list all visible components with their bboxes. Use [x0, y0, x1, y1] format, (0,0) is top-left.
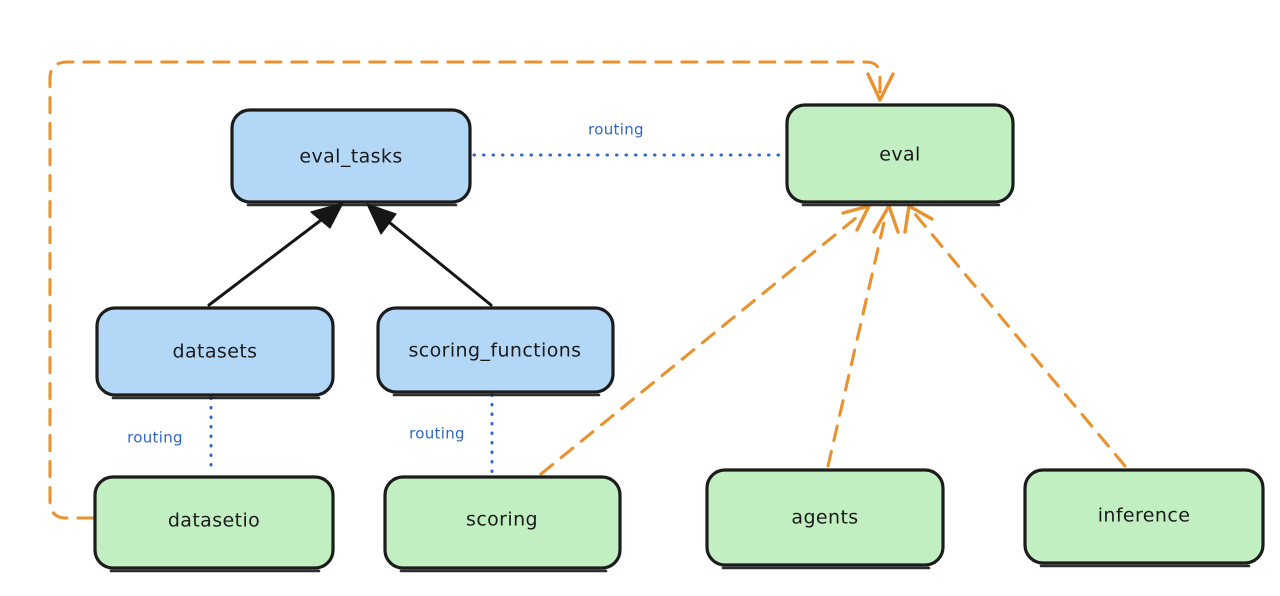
node-eval-label: eval: [879, 144, 920, 166]
node-eval-tasks-shape[interactable]: [230, 108, 472, 204]
node-scoring-functions[interactable]: scoring_functions: [376, 306, 615, 397]
node-datasetio[interactable]: datasetio: [93, 475, 335, 573]
node-scoring-shape[interactable]: [383, 475, 622, 570]
edge-scoring-functions-to-eval-tasks: [366, 203, 493, 307]
edge-inference-to-eval: [903, 204, 1127, 468]
edge-datasetio-to-eval-arrowhead: [866, 72, 895, 102]
node-scoring[interactable]: scoring: [383, 475, 622, 573]
node-layer: eval_tasks eval datasets scoring_functio…: [93, 103, 1265, 573]
edge-datasets-to-eval-tasks-path: [207, 206, 339, 307]
edge-datasets-to-eval-tasks: [207, 202, 344, 307]
node-datasets-shape[interactable]: [95, 306, 335, 397]
edge-layer: [48, 60, 1127, 520]
node-scoring-functions-shape[interactable]: [376, 306, 615, 394]
edge-scoring-functions-to-eval-tasks-arrowhead: [366, 203, 397, 235]
node-inference-label: inference: [1098, 505, 1191, 527]
node-datasets-label: datasets: [173, 341, 258, 363]
edge-scoring-functions-to-eval-tasks-path: [371, 207, 493, 307]
edge-datasetio-to-eval-path: [48, 60, 882, 520]
edge-inference-to-eval-path: [913, 212, 1127, 468]
edge-agents-to-eval-arrowhead: [872, 204, 900, 234]
edge-label-routing-top: routing: [588, 121, 644, 139]
node-inference[interactable]: inference: [1023, 468, 1265, 568]
edge-agents-to-eval: [826, 204, 900, 468]
node-scoring-label: scoring: [466, 509, 538, 531]
node-scoring-functions-label: scoring_functions: [409, 340, 582, 362]
edge-label-routing-scoring-functions: routing: [409, 425, 465, 443]
edge-label-layer: routing routing routing: [127, 121, 644, 447]
edge-datasets-to-eval-tasks-arrowhead: [310, 202, 344, 229]
node-inference-shape[interactable]: [1023, 468, 1265, 565]
node-eval-shape[interactable]: [785, 103, 1015, 204]
node-eval-tasks-label: eval_tasks: [299, 146, 402, 168]
node-datasetio-label: datasetio: [168, 510, 260, 532]
edge-agents-to-eval-path: [826, 212, 888, 468]
node-agents[interactable]: agents: [705, 468, 945, 570]
node-datasets[interactable]: datasets: [95, 306, 335, 400]
node-eval-tasks[interactable]: eval_tasks: [230, 108, 472, 207]
node-agents-shape[interactable]: [705, 468, 945, 567]
edge-scoring-to-eval-path: [539, 211, 864, 476]
node-eval[interactable]: eval: [785, 103, 1015, 207]
edge-datasetio-to-eval: [48, 60, 895, 520]
node-datasetio-shape[interactable]: [93, 475, 335, 570]
node-agents-label: agents: [791, 507, 858, 529]
edge-label-routing-datasets: routing: [127, 429, 183, 447]
